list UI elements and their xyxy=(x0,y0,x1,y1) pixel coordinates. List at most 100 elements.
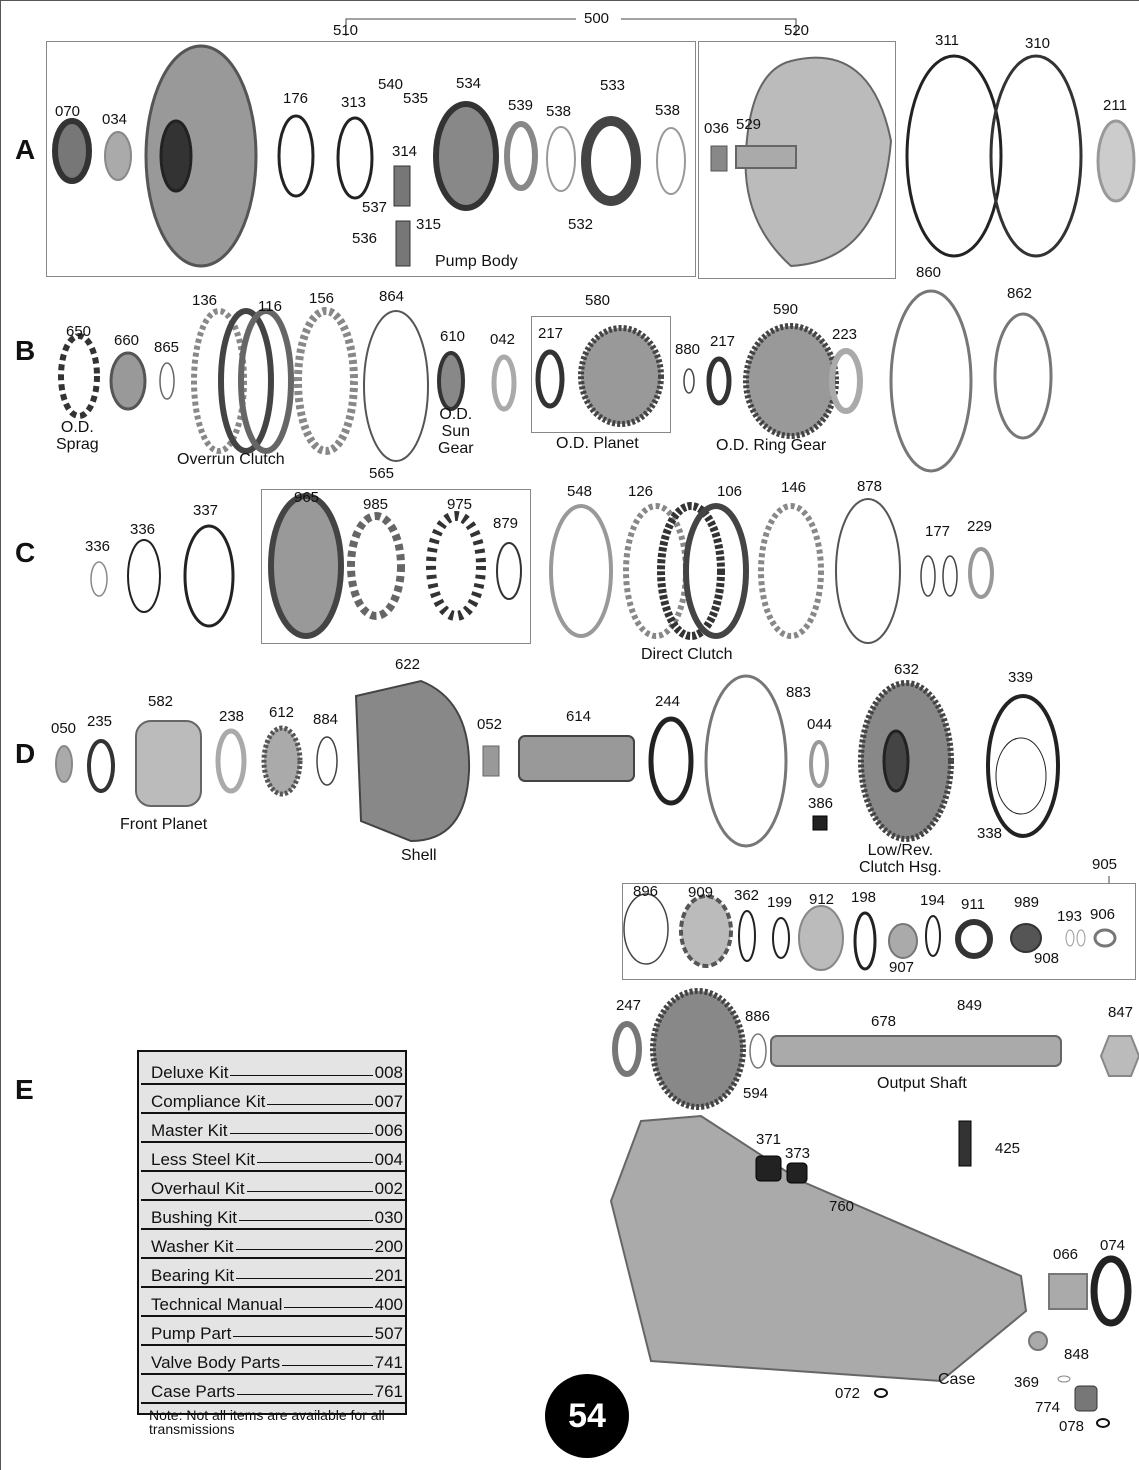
part-callout: 042 xyxy=(490,331,516,348)
part-callout: 313 xyxy=(341,94,367,111)
part-callout: 311 xyxy=(935,32,959,49)
part-callout: 847 xyxy=(1108,1004,1134,1021)
kit-code: 007 xyxy=(374,1092,403,1111)
kit-code: 201 xyxy=(374,1266,403,1285)
part-callout: 371 xyxy=(756,1131,782,1148)
part-callout: 650 xyxy=(66,323,92,340)
part-callout: 339 xyxy=(1008,669,1034,686)
part-callout: 849 xyxy=(957,997,983,1014)
part-callout: 537 xyxy=(362,199,388,216)
kit-code: 002 xyxy=(374,1179,403,1198)
part-callout: 146 xyxy=(781,479,807,496)
part-caption: Direct Clutch xyxy=(641,646,733,663)
part-caption: O.D. Sun Gear xyxy=(438,406,474,457)
kit-code: 006 xyxy=(374,1121,403,1140)
pump-assembly-box xyxy=(46,41,696,277)
part-callout: 848 xyxy=(1064,1346,1090,1363)
part-callout: 072 xyxy=(835,1385,861,1402)
part-callout: 235 xyxy=(87,713,113,730)
part-callout: 622 xyxy=(395,656,421,673)
part-callout: 217 xyxy=(710,333,736,350)
part-callout: 534 xyxy=(456,75,482,92)
part-callout: 310 xyxy=(1025,35,1051,52)
part-callout: 337 xyxy=(193,502,219,519)
part-callout: 909 xyxy=(688,884,714,901)
part-callout: 314 xyxy=(392,143,418,160)
section-label: A xyxy=(15,134,36,165)
pump-cover-box xyxy=(698,41,896,279)
part-callout: 886 xyxy=(745,1008,771,1025)
servo-box xyxy=(622,883,1136,980)
part-callout: 425 xyxy=(995,1140,1021,1157)
part-callout: 612 xyxy=(269,704,295,721)
leader-line xyxy=(256,1162,373,1163)
part-callout: 548 xyxy=(567,483,593,500)
part-callout: 989 xyxy=(1014,894,1040,911)
part-callout: 532 xyxy=(568,216,594,233)
part-callout: 510 xyxy=(333,22,359,39)
part-caption: Pump Body xyxy=(435,253,518,270)
part-callout: 066 xyxy=(1053,1246,1079,1263)
part-caption: O.D. Ring Gear xyxy=(716,437,827,454)
part-callout: 879 xyxy=(493,515,519,532)
part-callout: 136 xyxy=(192,292,218,309)
part-callout: 880 xyxy=(675,341,701,358)
od-planet-box xyxy=(531,316,671,433)
part-callout: 632 xyxy=(894,661,920,678)
section-label: D xyxy=(15,738,36,769)
part-callout: 911 xyxy=(961,896,985,913)
part-callout: 229 xyxy=(967,518,993,535)
kit-name: Compliance Kit xyxy=(151,1092,266,1111)
kit-code: 507 xyxy=(374,1324,403,1343)
part-callout: 529 xyxy=(736,116,762,133)
part-caption: Front Planet xyxy=(120,816,208,833)
part-callout: 106 xyxy=(717,483,743,500)
part-callout: 660 xyxy=(114,332,140,349)
part-callout: 362 xyxy=(734,887,760,904)
part-callout: 373 xyxy=(785,1145,811,1162)
part-caption: Overrun Clutch xyxy=(177,451,285,468)
part-callout: 896 xyxy=(633,883,659,900)
part-callout: 906 xyxy=(1090,906,1116,923)
kit-code: 200 xyxy=(374,1237,403,1256)
kit-name: Bushing Kit xyxy=(151,1208,237,1227)
part-callout: 865 xyxy=(154,339,180,356)
leader-line xyxy=(246,1191,373,1192)
part-callout: 912 xyxy=(809,891,835,908)
part-caption: O.D. Planet xyxy=(556,435,639,452)
part-callout: 126 xyxy=(628,483,654,500)
part-callout: 565 xyxy=(369,465,395,482)
part-callout: 211 xyxy=(1103,97,1127,114)
kit-name: Overhaul Kit xyxy=(151,1179,245,1198)
kit-code: 741 xyxy=(374,1353,403,1372)
part-callout: 223 xyxy=(832,326,858,343)
kit-name: Deluxe Kit xyxy=(151,1063,229,1082)
part-callout: 539 xyxy=(508,97,534,114)
part-callout: 540 xyxy=(378,76,404,93)
part-callout: 535 xyxy=(403,90,429,107)
leader-line xyxy=(239,1220,373,1221)
kit-row: Deluxe Kit 008 xyxy=(141,1056,405,1085)
kit-row: Washer Kit 200 xyxy=(141,1230,405,1259)
section-label: C xyxy=(15,537,36,568)
kit-row: Overhaul Kit 002 xyxy=(141,1172,405,1201)
kit-name: Valve Body Parts xyxy=(151,1353,281,1372)
part-callout: 044 xyxy=(807,716,833,733)
kit-name: Less Steel Kit xyxy=(151,1150,255,1169)
part-callout: 500 xyxy=(584,10,610,27)
leader-line xyxy=(229,1133,373,1134)
leader-line xyxy=(233,1336,373,1337)
kit-code: 008 xyxy=(374,1063,403,1082)
part-callout: 883 xyxy=(786,684,812,701)
forward-clutch-box xyxy=(261,489,531,644)
leader-line xyxy=(282,1365,373,1366)
kit-name: Pump Part xyxy=(151,1324,232,1343)
kit-name: Washer Kit xyxy=(151,1237,234,1256)
page-number: 54 xyxy=(545,1374,629,1458)
part-callout: 176 xyxy=(283,90,309,107)
kit-code: 761 xyxy=(374,1382,403,1401)
